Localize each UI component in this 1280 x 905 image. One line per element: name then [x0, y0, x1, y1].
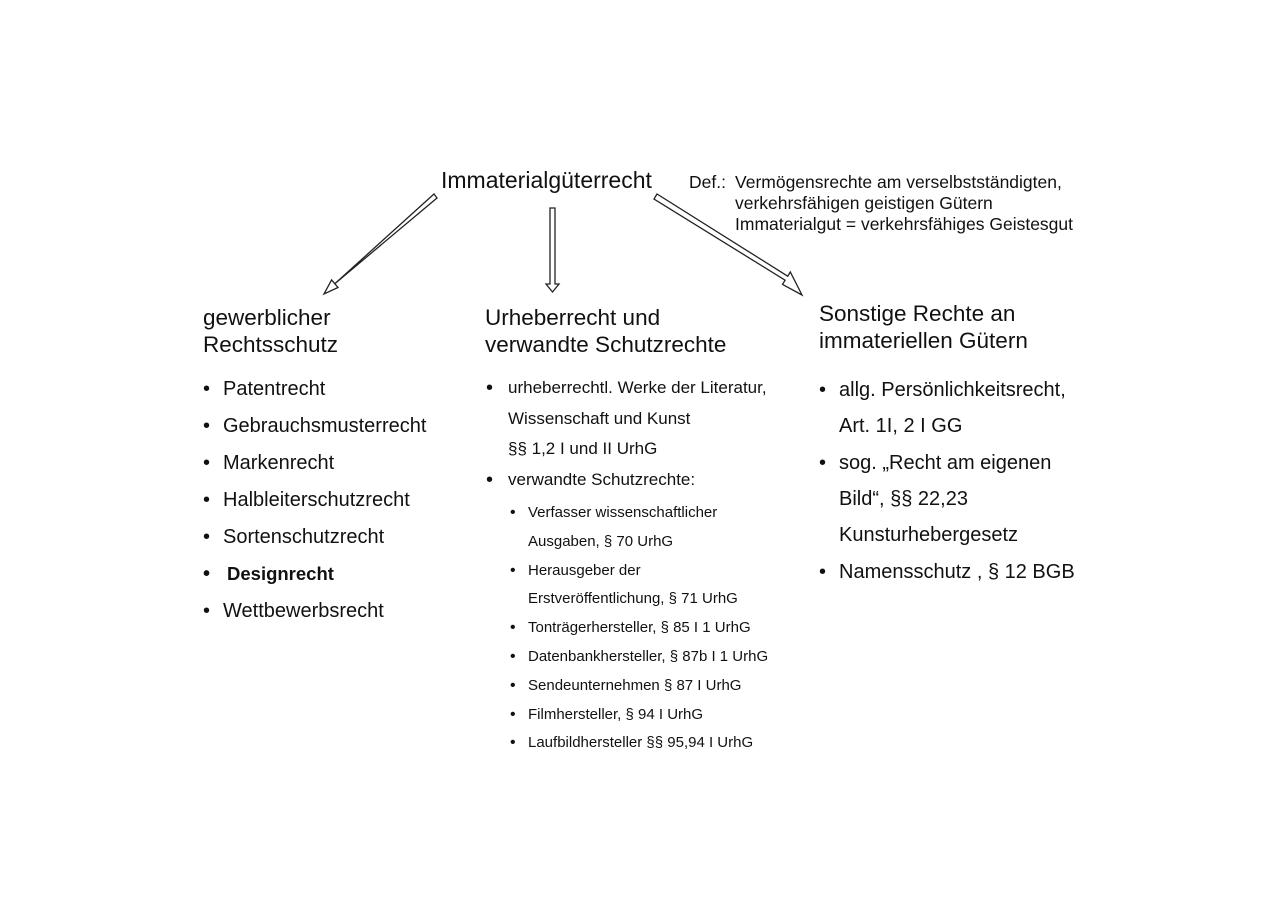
list-item: urheberrechtl. Werke der Literatur, Wiss…	[486, 373, 768, 465]
list-item: allg. Persönlichkeitsrecht, Art. 1I, 2 I…	[819, 372, 1075, 444]
sub-list-item: Datenbankhersteller, § 87b I 1 UrhG	[508, 643, 768, 672]
gewerblicher-rechtsschutz-list: Patentrecht Gebrauchsmusterrecht Markenr…	[203, 374, 426, 633]
sub-list-item-line: Sendeunternehmen § 87 I UrhG	[528, 676, 742, 694]
definition-label: Def.:	[689, 172, 726, 192]
list-item-line: urheberrechtl. Werke der Literatur,	[508, 378, 767, 397]
list-item: Namensschutz , § 12 BGB	[819, 554, 1075, 590]
sub-list-item-line: Tonträgerhersteller, § 85 I 1 UrhG	[528, 619, 751, 637]
list-item-line: §§ 1,2 I und II UrhG	[508, 439, 658, 458]
list-item-line: Wissenschaft und Kunst	[508, 408, 691, 428]
sub-list-item-line: Filmhersteller, § 94 I UrhG	[528, 705, 704, 723]
urheberrecht-list: urheberrechtl. Werke der Literatur, Wiss…	[486, 373, 768, 758]
definition-line: verkehrsfähigen geistigen Gütern	[735, 193, 993, 213]
list-item: Wettbewerbsrecht	[203, 596, 426, 633]
sub-list-item-line: Laufbildhersteller §§ 95,94 I UrhG	[528, 734, 754, 752]
column-title-line: verwandte Schutzrechte	[485, 332, 727, 357]
definition-line: Vermögensrechte am verselbstständigten,	[735, 172, 1062, 192]
sub-list-item: Tonträgerhersteller, § 85 I 1 UrhG	[508, 614, 768, 643]
verwandte-schutzrechte-sublist: Verfasser wissenschaftlicher Ausgaben, §…	[508, 499, 768, 758]
definition-line: Immaterialgut = verkehrsfähiges Geistesg…	[735, 214, 1074, 234]
column-title-line: gewerblicher	[203, 305, 331, 330]
column-title-sonstige-rechte: Sonstige Rechte an immateriellen Gütern	[819, 300, 1028, 354]
sub-list-item-line: Erstveröffentlichung, § 71 UrhG	[528, 590, 738, 608]
sonstige-rechte-list: allg. Persönlichkeitsrecht, Art. 1I, 2 I…	[819, 372, 1075, 591]
list-item: Patentrecht	[203, 374, 426, 411]
arrow-to-urheberrecht	[544, 207, 561, 294]
sub-list-item-line: Ausgaben, § 70 UrhG	[528, 532, 674, 550]
list-item-line: verwandte Schutzrechte:	[508, 469, 696, 489]
list-item: sog. „Recht am eigenen Bild“, §§ 22,23 K…	[819, 445, 1075, 553]
sub-list-item: Verfasser wissenschaftlicher Ausgaben, §…	[508, 499, 768, 557]
column-title-gewerblicher-rechtsschutz: gewerblicher Rechtsschutz	[203, 304, 338, 358]
list-item-line: sog. „Recht am eigenen	[839, 452, 1052, 474]
list-item: Markenrecht	[203, 448, 426, 485]
list-item-line: allg. Persönlichkeitsrecht,	[839, 379, 1066, 401]
sub-list-item: Filmhersteller, § 94 I UrhG	[508, 701, 768, 730]
list-item-line: Namensschutz , § 12 BGB	[839, 561, 1075, 583]
list-item-bold: Designrecht	[203, 559, 426, 596]
list-item-line: Bild“, §§ 22,23	[839, 488, 968, 510]
root-node-title: Immaterialgüterrecht	[441, 167, 652, 193]
list-item: Gebrauchsmusterrecht	[203, 411, 426, 448]
sub-list-item-line: Verfasser wissenschaftlicher	[528, 504, 718, 521]
column-title-urheberrecht: Urheberrecht und verwandte Schutzrechte	[485, 304, 726, 358]
sub-list-item: Herausgeber der Erstveröffentlichung, § …	[508, 557, 768, 615]
list-item: Sortenschutzrecht	[203, 522, 426, 559]
sub-list-item: Sendeunternehmen § 87 I UrhG	[508, 672, 768, 701]
sub-list-item-line: Datenbankhersteller, § 87b I 1 UrhG	[528, 647, 769, 665]
column-title-line: Rechtsschutz	[203, 332, 339, 357]
definition-note: Def.: Vermögensrechte am verselbstständi…	[689, 172, 1073, 235]
arrow-to-gewerblicher-rechtsschutz	[322, 193, 438, 296]
column-title-line: Urheberrecht und	[485, 305, 661, 330]
list-item: verwandte Schutzrechte: Verfasser wissen…	[486, 465, 768, 759]
column-title-line: Sonstige Rechte an	[819, 301, 1016, 326]
list-item-line: Kunsturhebergesetz	[839, 524, 1019, 546]
list-item-line: Art. 1I, 2 I GG	[839, 415, 963, 437]
column-title-line: immateriellen Gütern	[819, 328, 1028, 353]
list-item: Halbleiterschutzrecht	[203, 485, 426, 522]
sub-list-item-line: Herausgeber der	[528, 561, 641, 579]
sub-list-item: Laufbildhersteller §§ 95,94 I UrhG	[508, 729, 768, 758]
